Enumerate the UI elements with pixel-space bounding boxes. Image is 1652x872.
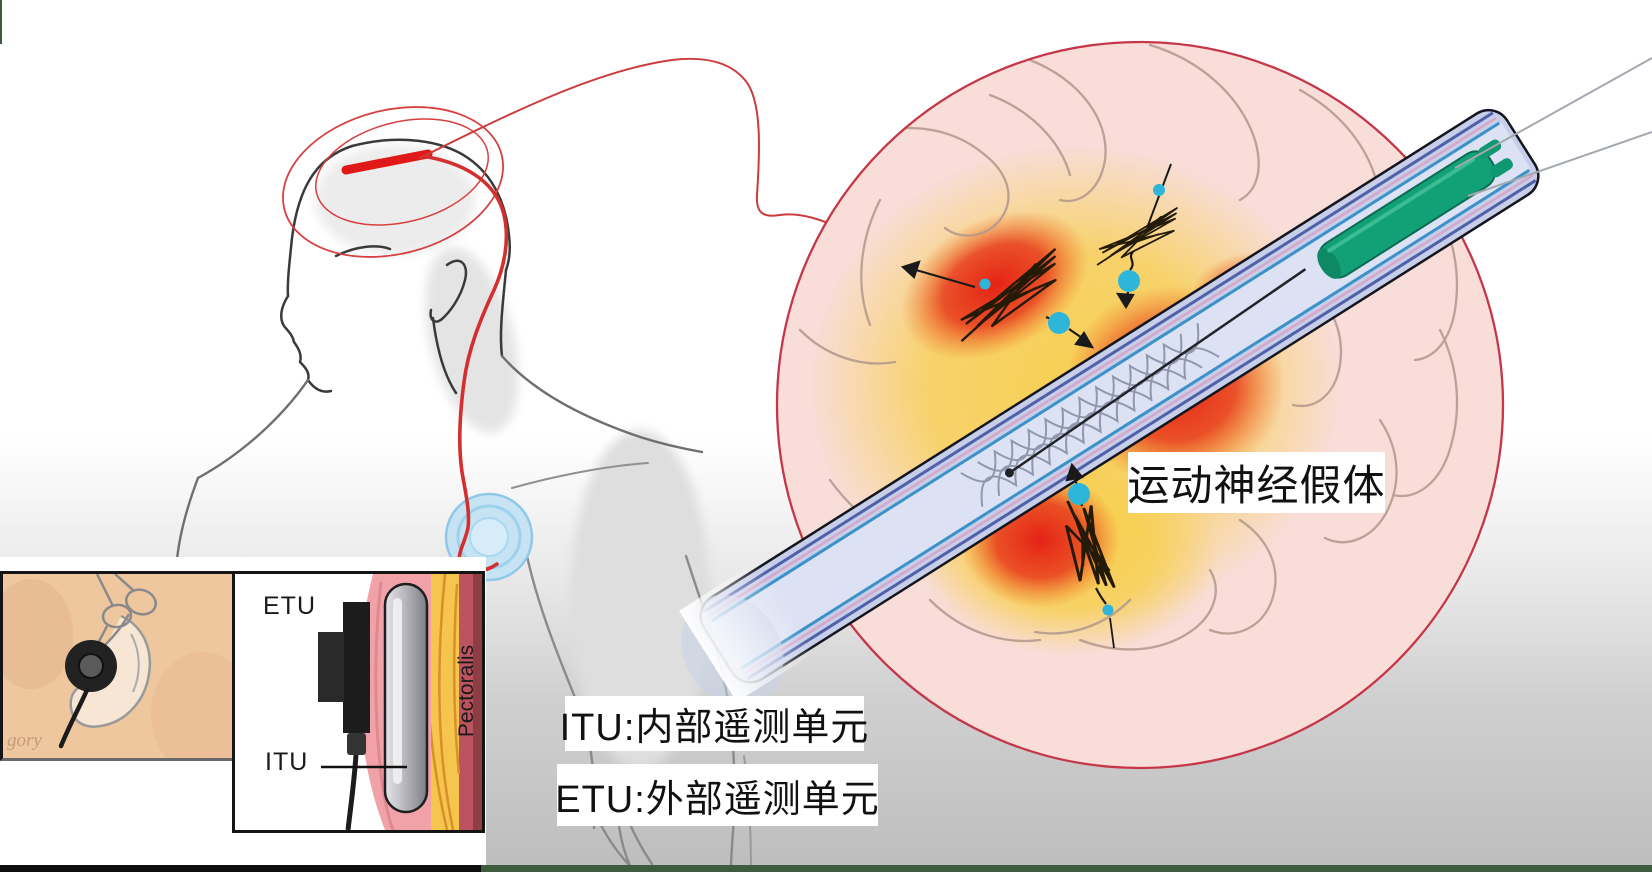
zoom-loop-outer: [282, 106, 504, 258]
inset-bottom-edge: [0, 865, 481, 872]
etu-device: [318, 602, 370, 830]
itu-definition-label: ITU:内部遥测单元: [560, 696, 868, 751]
left-edge-sliver: [0, 0, 2, 44]
surgery-drawing: [3, 574, 234, 758]
stent-electrode-mesh: [960, 323, 1220, 507]
vessel-end-fade: [679, 560, 818, 703]
signal-arrows: [900, 163, 1172, 649]
blood-vessel: [679, 108, 1540, 706]
guidewire: [1004, 268, 1307, 478]
itu-capsule: [383, 582, 429, 814]
inset-panel-implant: ETU ITU Pectoralis: [232, 571, 485, 833]
zoom-loop-inner: [315, 118, 489, 226]
delivery-wires: [1454, 57, 1652, 197]
etu-definition-label: ETU:外部遥测单元: [555, 764, 879, 826]
brain-circle-outline: [775, 40, 1505, 770]
torso-shading: [570, 430, 710, 770]
etu-tag: ETU: [263, 592, 316, 620]
pectoralis-tag: Pectoralis: [455, 644, 478, 738]
etu-cable: [345, 754, 359, 830]
callout-wire-to-brain: [419, 57, 841, 229]
cortical-electrode-marker: [341, 149, 433, 175]
coil-wire: [58, 687, 90, 749]
itu-tag: ITU: [265, 748, 309, 776]
implant-cross-section: [318, 574, 482, 830]
watermark-text: gory: [7, 730, 42, 751]
vessel-wall-stripes: [704, 111, 1537, 680]
video-progress-bar[interactable]: [481, 865, 1652, 872]
neural-activity-layer: [900, 163, 1187, 649]
coil-icon: [58, 640, 117, 749]
motor-prosthesis-label: 运动神经假体: [1128, 452, 1385, 513]
inset-panel-surgery: gory: [0, 571, 237, 761]
neural-signal-dots: [979, 184, 1165, 616]
implant-wire: [282, 57, 841, 573]
